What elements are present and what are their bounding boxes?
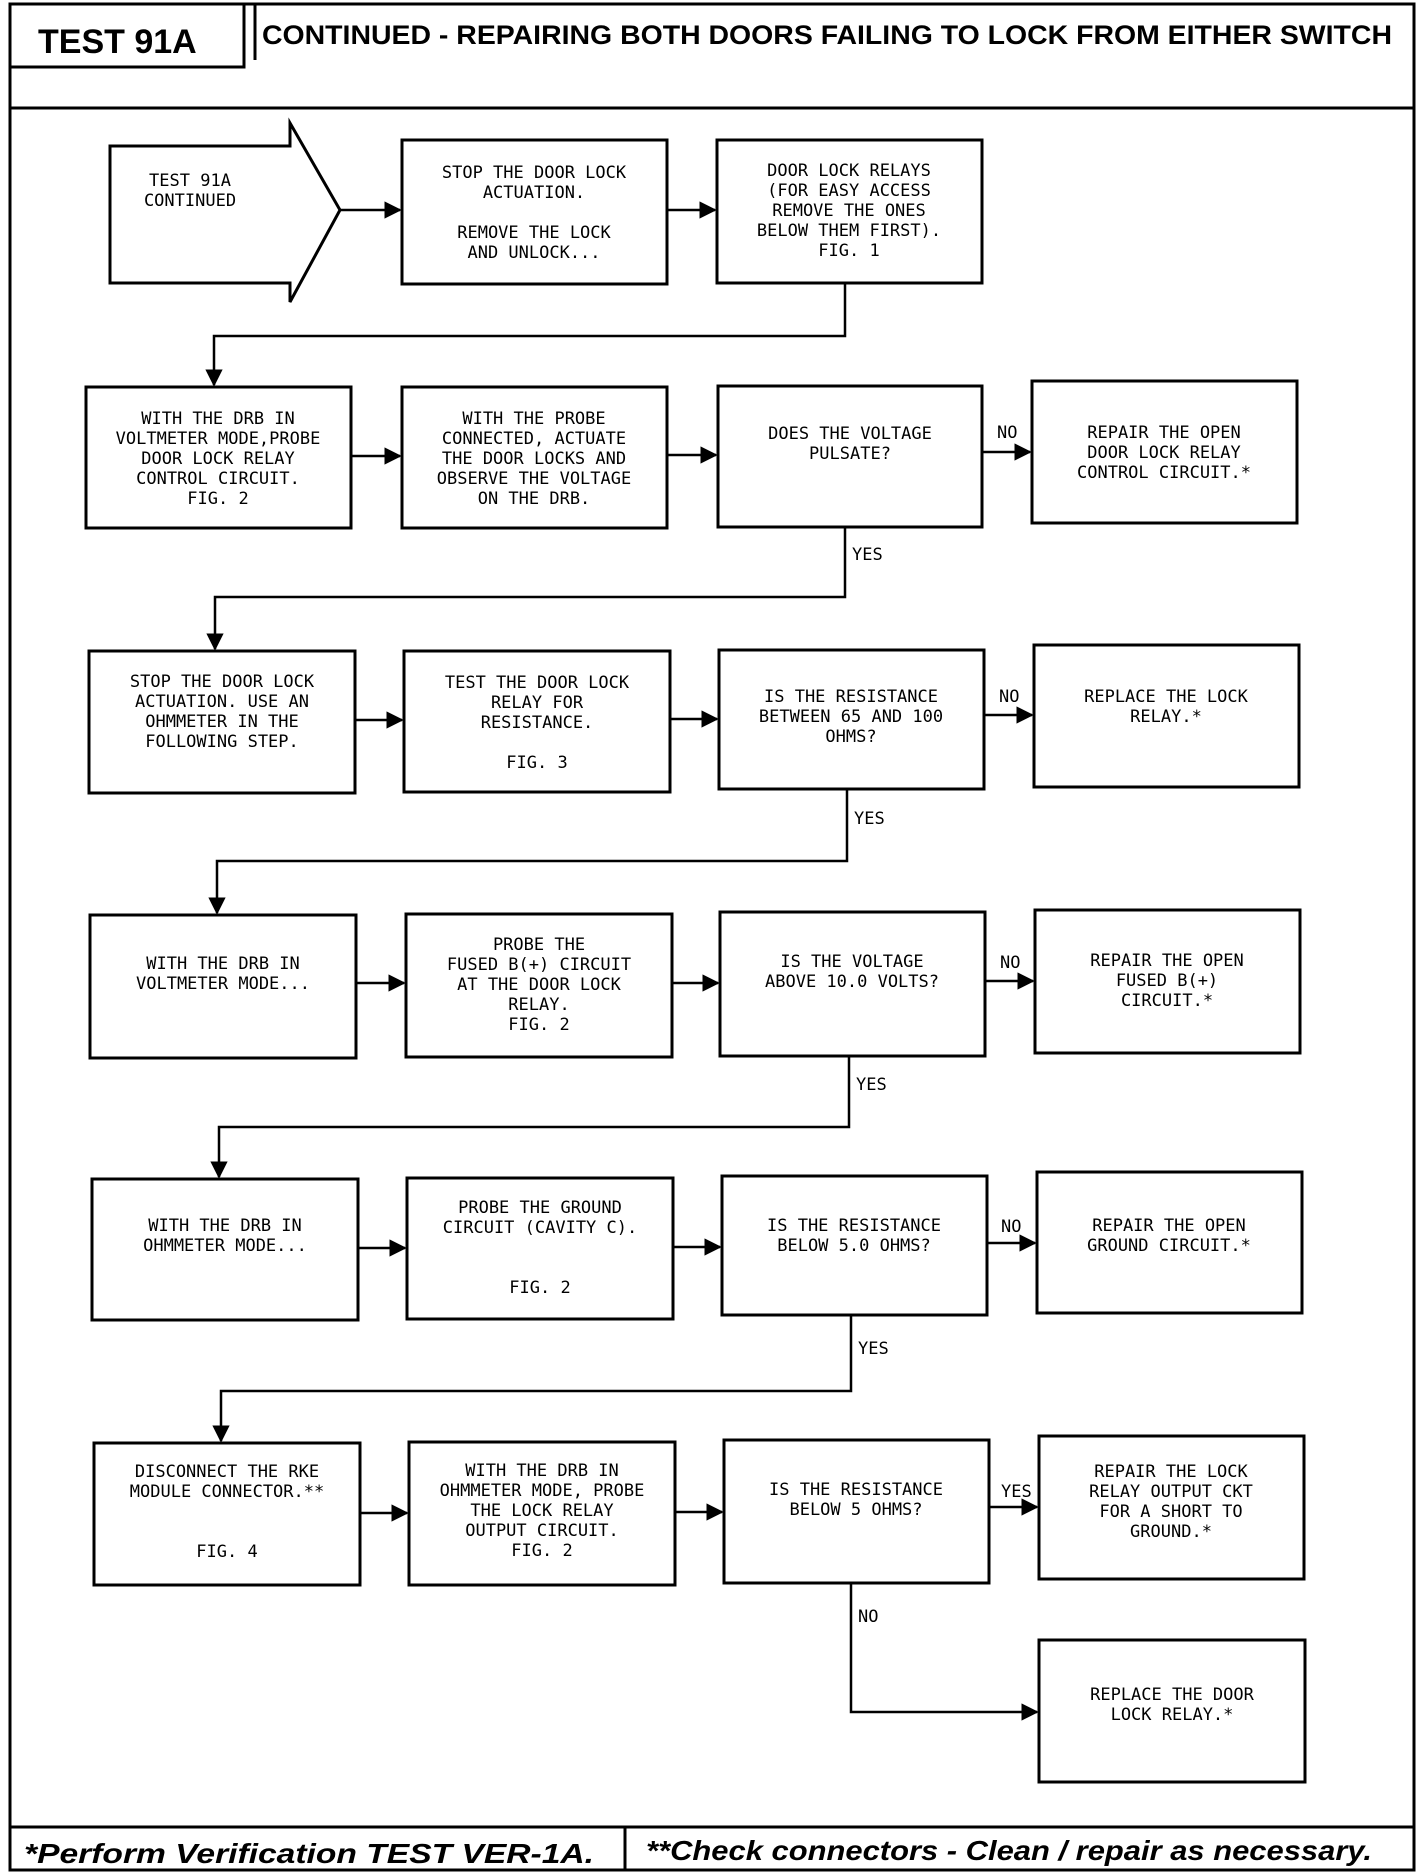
start-arrow-shape bbox=[108, 117, 342, 303]
step-ohmmeter-mode-box bbox=[90, 1177, 360, 1322]
footer-note-verification: *Perform Verification TEST VER-1A. bbox=[24, 1838, 594, 1869]
step-test-relay-resistance-box bbox=[402, 649, 672, 794]
edge-r6-no bbox=[849, 1583, 1039, 1721]
action-repair-relay-control-box bbox=[1030, 379, 1299, 525]
label-yes-r5: YES bbox=[858, 1339, 889, 1359]
label-no-r3: NO bbox=[999, 687, 1019, 707]
step-ohmmeter-setup-box bbox=[87, 649, 357, 795]
test-id-box bbox=[8, 2, 246, 69]
action-repair-short-box bbox=[1037, 1434, 1306, 1581]
step-actuate-observe-box bbox=[400, 385, 669, 530]
edge-r5-yes bbox=[212, 1315, 853, 1443]
page-border bbox=[8, 2, 1416, 1872]
decision-resistance-below-5-0-box bbox=[720, 1174, 989, 1317]
label-no-r4: NO bbox=[1000, 953, 1020, 973]
decision-voltage-pulsate-box bbox=[716, 384, 984, 529]
edge-r4-yes bbox=[210, 1056, 851, 1179]
step-voltmeter-mode-box bbox=[88, 913, 358, 1060]
edge-r2-yes bbox=[206, 527, 847, 651]
footer-note-connectors: **Check connectors - Clean / repair as n… bbox=[646, 1835, 1372, 1866]
label-no-r6: NO bbox=[858, 1607, 878, 1627]
label-no-r5: NO bbox=[1001, 1217, 1021, 1237]
decision-resistance-65-100-box bbox=[717, 648, 986, 791]
step-probe-fused-b-box bbox=[404, 912, 674, 1059]
action-replace-door-relay-box bbox=[1037, 1638, 1307, 1784]
action-repair-ground-box bbox=[1035, 1170, 1304, 1315]
step-stop-actuation-box bbox=[400, 138, 669, 286]
label-yes-r6: YES bbox=[1001, 1482, 1032, 1502]
edge-r3-yes bbox=[208, 789, 849, 915]
decision-voltage-above-10-box bbox=[718, 910, 987, 1058]
step-probe-ground-box bbox=[405, 1176, 675, 1321]
action-replace-lock-relay-box bbox=[1032, 643, 1301, 789]
label-yes-r3: YES bbox=[854, 809, 885, 829]
page-title: CONTINUED - REPAIRING BOTH DOORS FAILING… bbox=[262, 20, 1392, 50]
edge-relays-to-voltmeter bbox=[205, 283, 847, 387]
decision-resistance-below-5-box bbox=[722, 1438, 991, 1585]
label-no-r2: NO bbox=[997, 423, 1017, 443]
label-yes-r2: YES bbox=[852, 545, 883, 565]
step-door-lock-relays-box bbox=[715, 138, 984, 285]
label-yes-r4: YES bbox=[856, 1075, 887, 1095]
action-repair-fused-b-box bbox=[1033, 908, 1302, 1055]
step-voltmeter-probe-control-box bbox=[84, 385, 353, 530]
step-probe-relay-output-box bbox=[407, 1440, 677, 1587]
test-id: TEST 91A bbox=[38, 23, 197, 61]
